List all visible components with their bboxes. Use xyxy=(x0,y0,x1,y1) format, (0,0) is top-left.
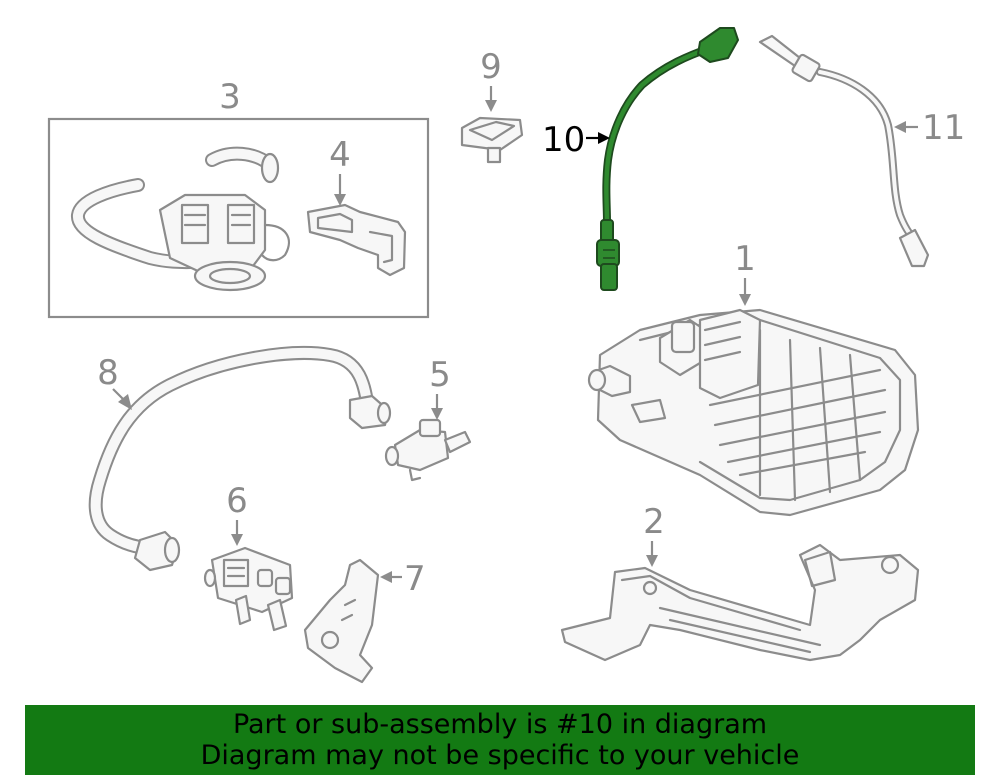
callout-2: 2 xyxy=(643,502,665,542)
callout-11: 11 xyxy=(922,108,965,148)
part-4-bracket[interactable]: 4 xyxy=(306,135,407,277)
callout-8: 8 xyxy=(97,353,119,393)
callout-4: 4 xyxy=(329,135,351,175)
part-5-valve[interactable]: 5 xyxy=(384,355,472,482)
part-3-assembly[interactable]: 3 xyxy=(47,77,430,319)
part-1-canister[interactable]: 1 xyxy=(587,239,920,517)
info-banner: Part or sub-assembly is #10 in diagram D… xyxy=(25,705,975,775)
callout-1: 1 xyxy=(734,239,756,279)
banner-line-2: Diagram may not be specific to your vehi… xyxy=(200,740,800,771)
part-11-oxygen-sensor[interactable]: 11 xyxy=(758,34,965,268)
callout-7: 7 xyxy=(404,559,426,599)
callout-9: 9 xyxy=(480,47,502,87)
callout-10: 10 xyxy=(542,120,585,160)
part-10-oxygen-sensor[interactable]: 10 xyxy=(542,27,739,291)
part-9-clip[interactable]: 9 xyxy=(460,47,524,164)
callout-6: 6 xyxy=(226,481,248,521)
callout-5: 5 xyxy=(429,355,451,395)
part-2-bracket[interactable]: 2 xyxy=(560,502,920,662)
part-8-hose[interactable]: 8 xyxy=(88,346,392,572)
parts-diagram: 3 4 9 10 xyxy=(47,27,965,684)
part-6-solenoid[interactable]: 6 xyxy=(203,481,294,632)
banner-line-1: Part or sub-assembly is #10 in diagram xyxy=(232,709,768,740)
callout-3: 3 xyxy=(219,77,241,117)
part-7-bracket[interactable]: 7 xyxy=(303,558,426,684)
